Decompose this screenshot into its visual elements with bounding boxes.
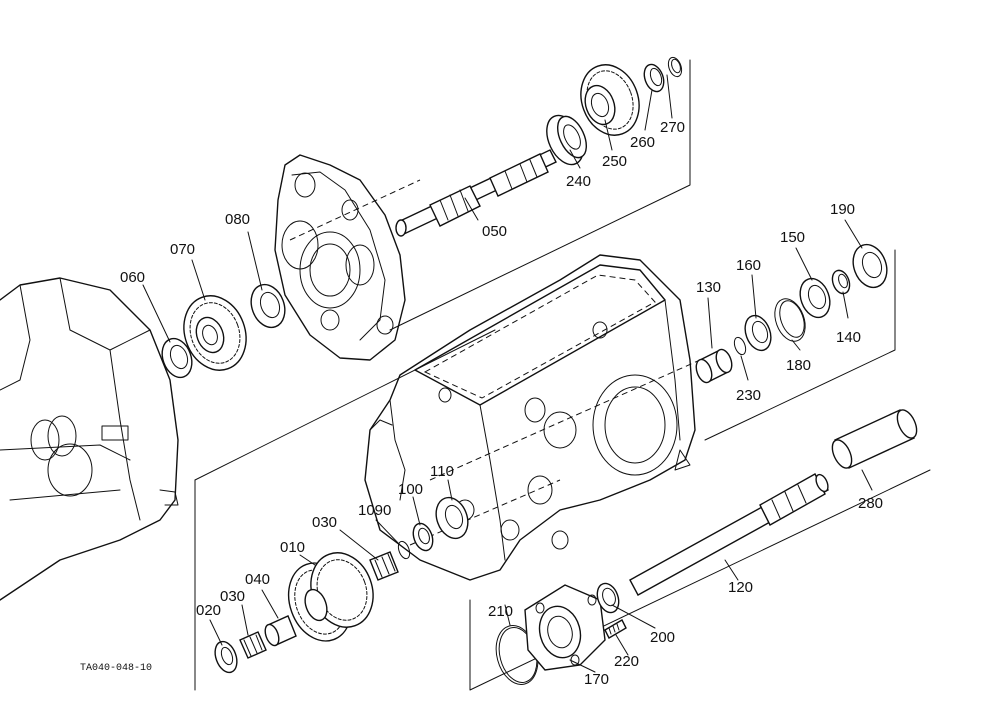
callout-080: 080 — [225, 211, 250, 228]
snap-ring-180 — [774, 298, 806, 342]
callout-100: 100 — [398, 481, 423, 498]
shaft-120 — [629, 473, 829, 596]
callout-090: 1090 — [358, 502, 391, 519]
callout-210: 210 — [488, 603, 513, 620]
callout-140: 140 — [836, 329, 861, 346]
collar-260 — [643, 63, 665, 93]
callout-130: 130 — [696, 279, 721, 296]
callout-200: 200 — [650, 629, 675, 646]
reference-code: TA040-048-10 — [80, 663, 152, 674]
callout-260: 260 — [630, 134, 655, 151]
bearing-060 — [161, 337, 193, 379]
callout-labels: 270 260 250 240 050 080 070 060 190 150 … — [120, 119, 883, 688]
callout-050: 050 — [482, 223, 507, 240]
transmission-case — [364, 254, 701, 581]
callout-150: 150 — [780, 229, 805, 246]
bearing-100 — [412, 522, 434, 552]
main-shaft-050 — [395, 149, 557, 237]
gear-010 — [287, 552, 374, 642]
sleeve-130 — [695, 348, 733, 384]
callout-180: 180 — [786, 357, 811, 374]
callout-040: 040 — [245, 571, 270, 588]
gear-070 — [183, 295, 247, 371]
callout-280: 280 — [858, 495, 883, 512]
needle-bearing-030-lower — [239, 631, 267, 659]
bearing-150 — [799, 277, 831, 319]
bearing-110 — [435, 496, 469, 540]
sleeve-280 — [831, 409, 918, 469]
callout-030-lower: 030 — [220, 588, 245, 605]
washer-020 — [214, 640, 238, 674]
bearing-240 — [546, 114, 588, 166]
circlip-090 — [397, 540, 411, 560]
circlip-230 — [733, 336, 747, 356]
collar-140 — [831, 269, 851, 295]
callout-240: 240 — [566, 173, 591, 190]
bolt-220 — [604, 619, 627, 639]
left-housing — [0, 277, 179, 601]
callout-060: 060 — [120, 269, 145, 286]
callout-170: 170 — [584, 671, 609, 688]
callout-110: 110 — [430, 463, 454, 480]
collar-040 — [264, 615, 297, 647]
callout-020: 020 — [196, 602, 221, 619]
callout-230: 230 — [736, 387, 761, 404]
bearing-holder-170 — [524, 584, 606, 671]
leader-lines — [142, 74, 873, 673]
seal-190 — [852, 243, 888, 289]
callout-070: 070 — [170, 241, 195, 258]
cover-plate — [274, 154, 421, 361]
gear-250 — [580, 64, 640, 136]
bracket-lines — [194, 59, 931, 691]
callout-250: 250 — [602, 153, 627, 170]
callout-160: 160 — [736, 257, 761, 274]
callout-220: 220 — [614, 653, 639, 670]
callout-190: 190 — [830, 201, 855, 218]
bearing-160 — [744, 314, 772, 352]
callout-120: 120 — [728, 579, 753, 596]
callout-270: 270 — [660, 119, 685, 136]
callout-010: 010 — [280, 539, 305, 556]
circlip-270 — [667, 56, 683, 78]
callout-030-upper: 030 — [312, 514, 337, 531]
needle-bearing-030-upper — [369, 551, 399, 581]
